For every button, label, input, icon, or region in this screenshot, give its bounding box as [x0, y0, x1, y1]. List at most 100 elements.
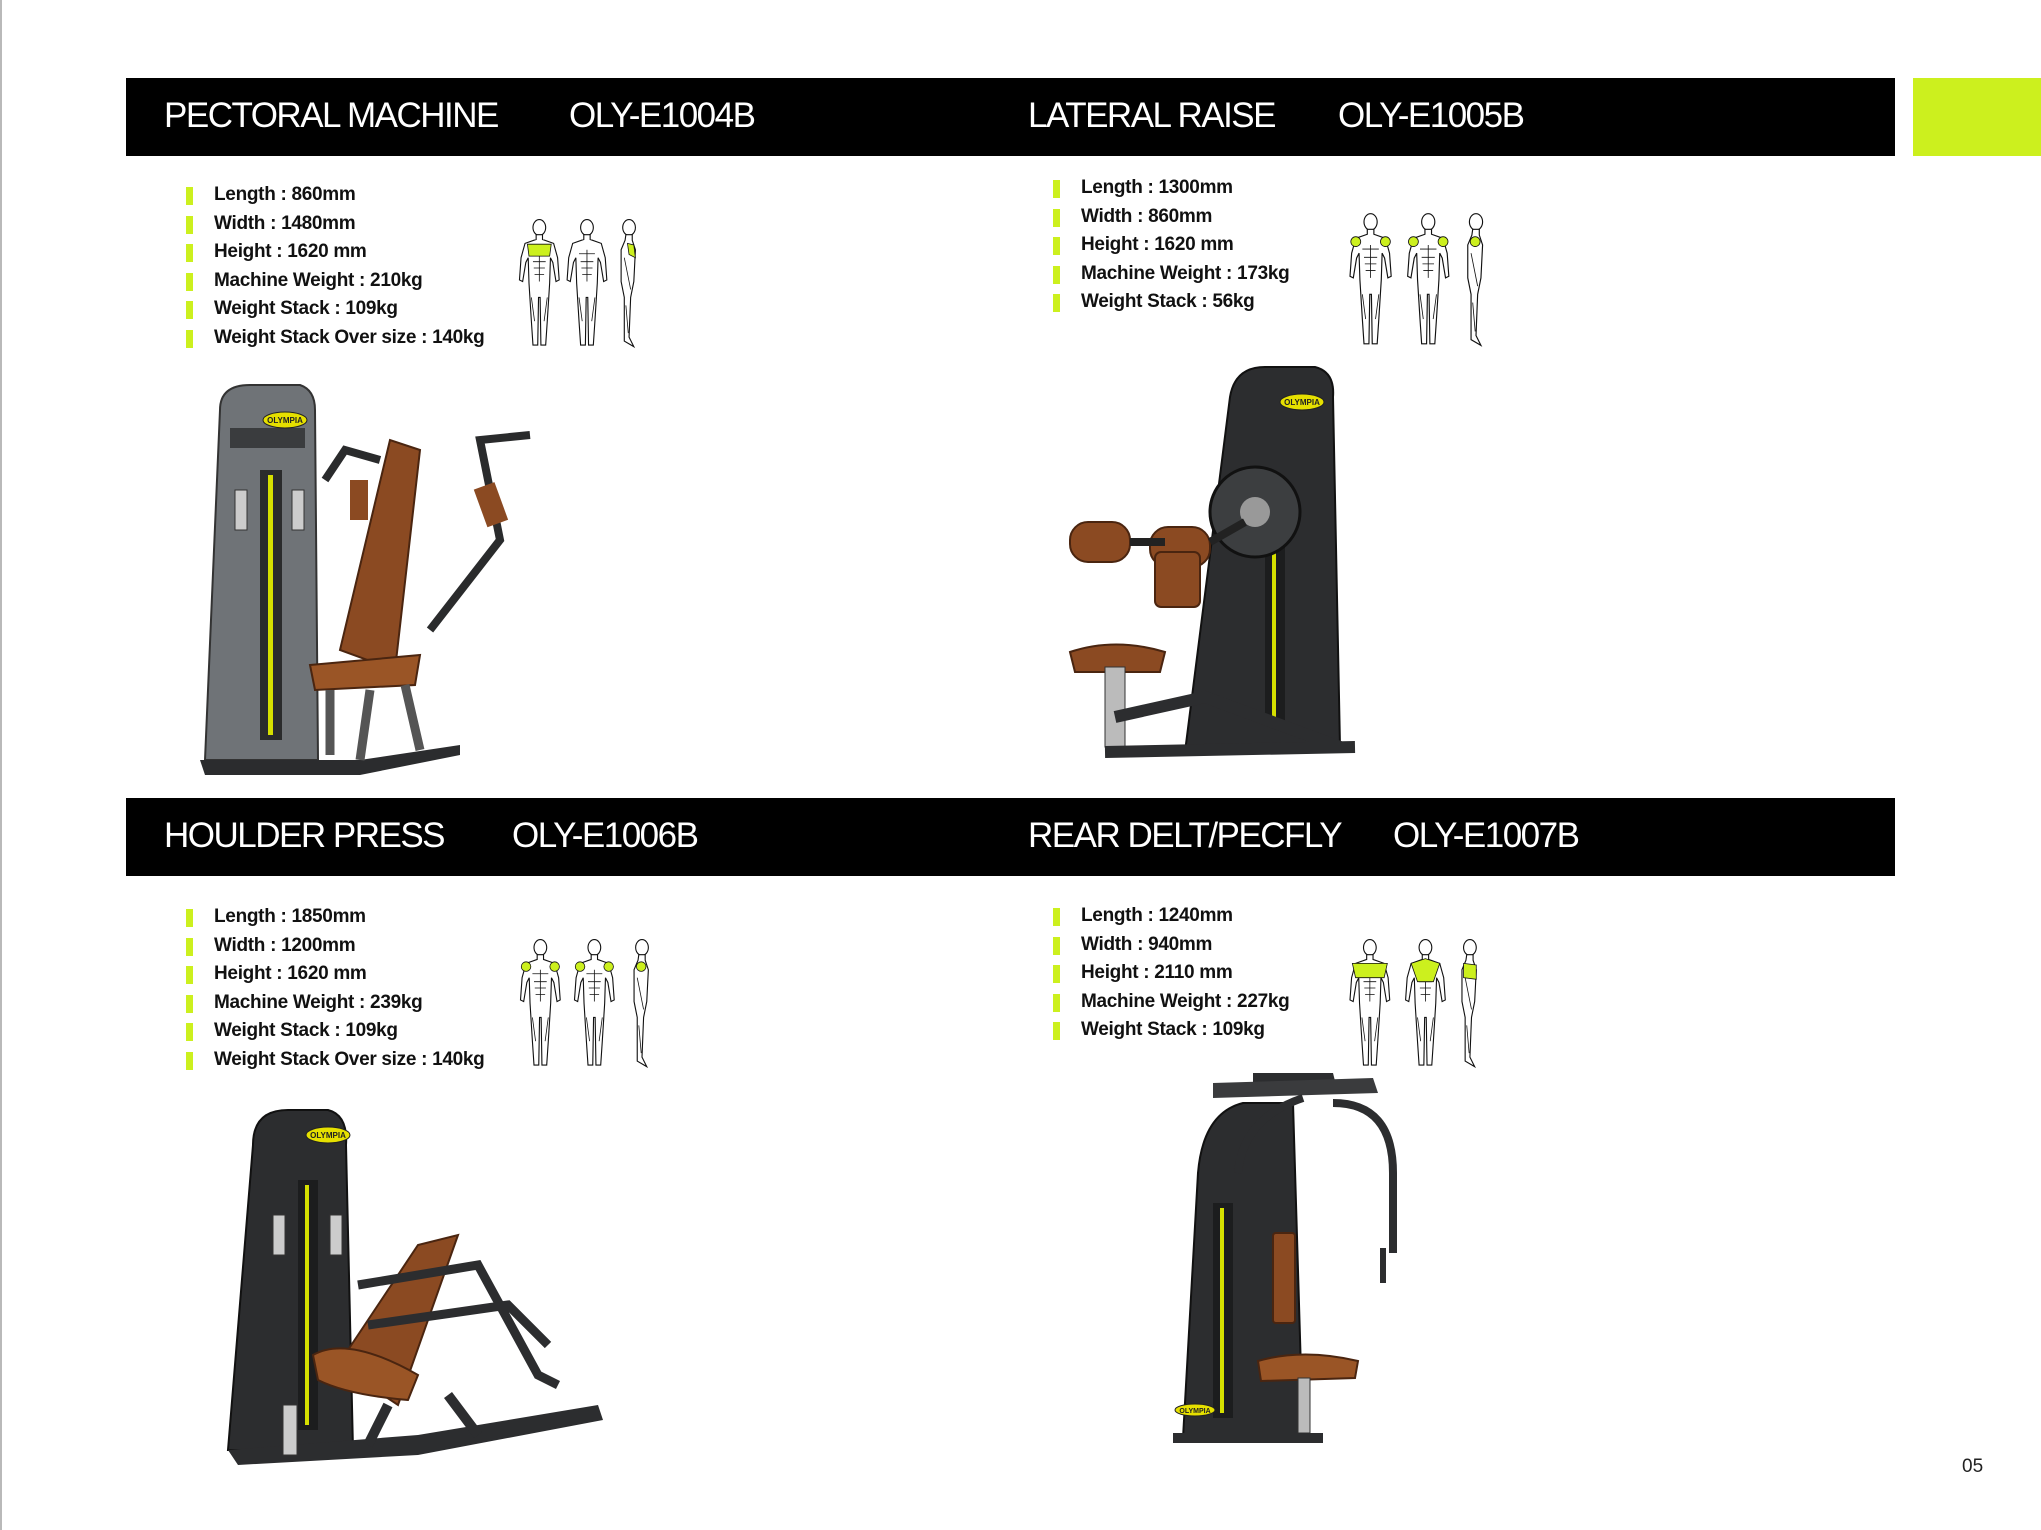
spec-item: Weight Stack Over size : 140kg — [186, 1046, 485, 1075]
spec-text: Height : 1620 mm — [214, 963, 367, 984]
product-model: OLY-E1004B — [569, 96, 756, 136]
spec-text: Length : 860mm — [214, 184, 356, 205]
muscle-diagram — [1349, 213, 1484, 346]
product-title: LATERAL RAISE — [1028, 96, 1276, 135]
spec-text: Width : 1480mm — [214, 212, 356, 234]
brand-logo: OLYMPIA — [267, 416, 303, 425]
body-front-icon — [519, 939, 561, 1066]
shoulder-press-machine-image: OLYMPIA — [226, 1109, 603, 1465]
lateral-raise-machine-image: OLYMPIA — [1068, 366, 1356, 758]
bullet-icon — [1053, 237, 1060, 255]
bullet-icon — [1053, 908, 1060, 926]
product-model: OLY-E1006B — [512, 816, 699, 856]
body-front-icon — [518, 219, 560, 346]
product-title: HOULDER PRESS — [164, 816, 446, 855]
pectoral-machine-image: OLYMPIA — [200, 384, 531, 775]
spec-item: Height : 1620 mm — [186, 238, 485, 267]
model-prefix: OLY — [512, 816, 573, 855]
spec-item: Machine Weight : 210kg — [186, 267, 485, 296]
spec-text: Width : 860mm — [1081, 205, 1213, 227]
spec-text: Width : 1200mm — [214, 934, 356, 956]
page-edge — [0, 0, 2, 1530]
spec-item: Weight Stack Over size : 140kg — [186, 324, 485, 353]
body-side-icon — [1461, 939, 1477, 1068]
model-suffix: -E1007B — [1452, 816, 1580, 855]
bullet-icon — [1053, 294, 1060, 312]
muscle-diagram — [518, 219, 636, 348]
spec-item: Length : 1240mm — [1053, 902, 1289, 931]
spec-text: Weight Stack Over size : 140kg — [214, 326, 485, 348]
spec-item: Machine Weight : 227kg — [1053, 988, 1290, 1017]
body-back-icon — [573, 939, 615, 1066]
spec-item: Width : 1480mm — [186, 210, 485, 239]
product-model: OLY-E1007B — [1393, 816, 1580, 856]
spec-item: Machine Weight : 173kg — [1053, 260, 1290, 289]
accent-block — [1913, 78, 2041, 156]
spec-text: Weight Stack : 109kg — [214, 1020, 398, 1041]
spec-text: Height : 1620 mm — [214, 241, 367, 262]
model-prefix: OLY — [569, 96, 630, 135]
bullet-icon — [186, 937, 193, 956]
body-back-icon — [566, 219, 608, 346]
spec-item: Length : 860mm — [186, 181, 485, 210]
bullet-icon — [186, 244, 193, 262]
product-title: REAR DELT/PECFLY — [1028, 816, 1343, 855]
muscle-diagram — [519, 939, 649, 1068]
spec-text: Weight Stack : 109kg — [214, 298, 398, 319]
spec-text: Machine Weight : 173kg — [1081, 262, 1290, 284]
bullet-icon — [186, 301, 193, 319]
bullet-icon — [186, 1023, 193, 1041]
body-side-icon — [1467, 213, 1484, 346]
body-back-icon — [1405, 939, 1446, 1066]
spec-text: Width : 940mm — [1081, 933, 1213, 955]
model-prefix: OLY — [1393, 816, 1454, 855]
bullet-icon — [1053, 208, 1060, 227]
spec-item: Width : 1200mm — [186, 932, 485, 961]
body-back-icon — [1407, 213, 1450, 345]
spec-item: Height : 2110 mm — [1053, 959, 1289, 988]
product-title: PECTORAL MACHINE — [164, 96, 499, 135]
spec-item: Length : 1300mm — [1053, 174, 1289, 203]
bullet-icon — [186, 187, 193, 205]
spec-text: Weight Stack : 56kg — [1081, 291, 1255, 312]
spec-text: Machine Weight : 239kg — [214, 991, 423, 1013]
bullet-icon — [1053, 936, 1060, 955]
body-front-icon — [1349, 213, 1392, 345]
body-side-icon — [633, 939, 649, 1068]
spec-text: Length : 1300mm — [1081, 177, 1233, 198]
rear-delt-pecfly-machine-image: OLYMPIA — [1173, 1073, 1397, 1443]
spec-item: Width : 940mm — [1053, 931, 1289, 960]
bullet-icon — [1053, 993, 1060, 1012]
spec-text: Weight Stack : 109kg — [1081, 1019, 1265, 1040]
model-suffix: -E1004B — [628, 96, 756, 135]
page-number: 05 — [1962, 1456, 1984, 1477]
spec-item: Height : 1620 mm — [1053, 231, 1289, 260]
spec-text: Height : 1620 mm — [1081, 234, 1234, 255]
bullet-icon — [186, 272, 193, 291]
spec-item: Height : 1620 mm — [186, 960, 485, 989]
spec-text: Height : 2110 mm — [1081, 962, 1233, 983]
brand-logo: OLYMPIA — [310, 1131, 346, 1140]
bullet-icon — [1053, 965, 1060, 983]
muscle-diagram — [1349, 939, 1477, 1068]
body-side-icon — [620, 219, 636, 348]
spec-item: Weight Stack : 56kg — [1053, 288, 1289, 317]
brand-logo: OLYMPIA — [1179, 1408, 1210, 1415]
body-front-icon — [1349, 939, 1391, 1066]
model-suffix: -E1006B — [571, 816, 699, 855]
bullet-icon — [1053, 265, 1060, 284]
bullet-icon — [186, 215, 193, 234]
bullet-icon — [186, 966, 193, 984]
model-prefix: OLY — [1338, 96, 1399, 135]
model-suffix: -E1005B — [1397, 96, 1525, 135]
spec-item: Length : 1850mm — [186, 903, 485, 932]
product-model: OLY-E1005B — [1338, 96, 1525, 136]
spec-text: Length : 1850mm — [214, 906, 366, 927]
bullet-icon — [186, 909, 193, 927]
bullet-icon — [1053, 180, 1060, 198]
banner-top: PECTORAL MACHINE OLY-E1004B LATERAL RAIS… — [126, 78, 1895, 156]
